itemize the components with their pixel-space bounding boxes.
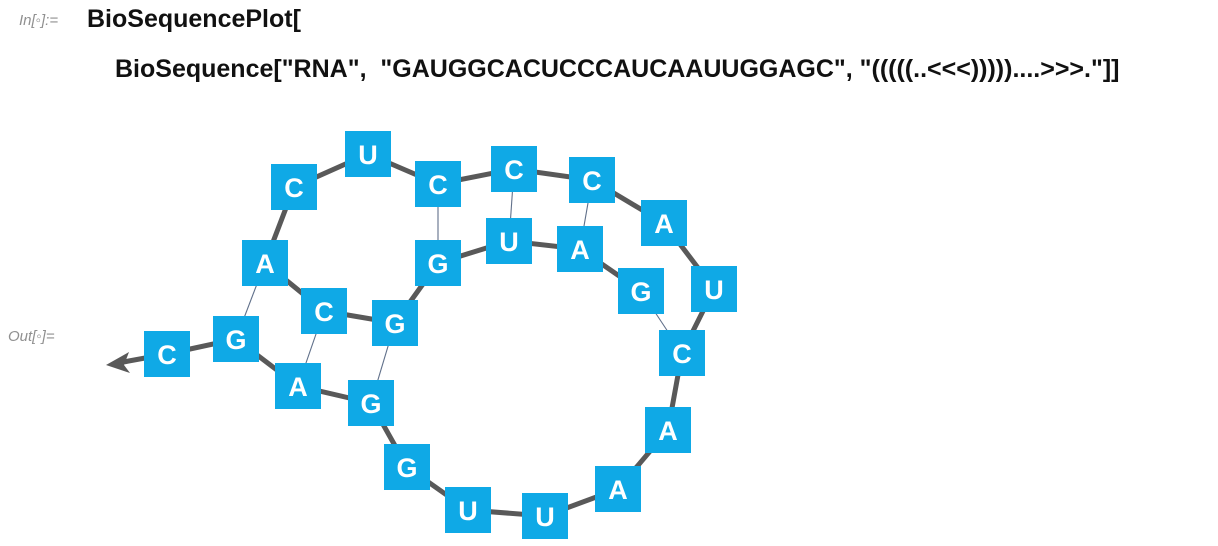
- nucleotide-box: [618, 268, 664, 314]
- nucleotide-letter: U: [458, 496, 478, 526]
- nucleotide-node: G: [618, 268, 664, 314]
- nucleotide-node: C: [491, 146, 537, 192]
- nucleotide-node: U: [522, 493, 568, 539]
- nucleotide-box: [301, 288, 347, 334]
- nucleotide-node: A: [641, 200, 687, 246]
- nucleotide-box: [595, 466, 641, 512]
- nucleotide-node: G: [348, 380, 394, 426]
- nucleotide-letter: A: [255, 249, 275, 279]
- nucleotide-box: [345, 131, 391, 177]
- nucleotide-node: G: [372, 300, 418, 346]
- input-code-line-2[interactable]: BioSequence["RNA", "GAUGGCACUCCCAUCAAUUG…: [115, 55, 1120, 83]
- nucleotide-node: U: [445, 487, 491, 533]
- nucleotide-box: [445, 487, 491, 533]
- nucleotide-box: [271, 164, 317, 210]
- nucleotide-node: C: [271, 164, 317, 210]
- nucleotide-letter: A: [570, 235, 590, 265]
- nucleotide-letter: U: [704, 275, 724, 305]
- nucleotide-box: [645, 407, 691, 453]
- nucleotide-node: A: [242, 240, 288, 286]
- nucleotide-node: C: [659, 330, 705, 376]
- nucleotide-node: U: [691, 266, 737, 312]
- nucleotide-box: [275, 363, 321, 409]
- nucleotide-node: U: [486, 218, 532, 264]
- nucleotide-letter: G: [360, 389, 381, 419]
- nucleotide-node: C: [144, 331, 190, 377]
- nucleotide-letter: A: [608, 475, 628, 505]
- nucleotide-box: [415, 161, 461, 207]
- nucleotide-letter: A: [288, 372, 308, 402]
- nucleotide-node: A: [275, 363, 321, 409]
- nucleotide-node: G: [384, 444, 430, 490]
- nucleotide-box: [557, 226, 603, 272]
- nucleotide-box: [641, 200, 687, 246]
- output-cell-label: Out[◦]=: [8, 328, 55, 345]
- nucleotide-box: [384, 444, 430, 490]
- nucleotide-node: G: [415, 240, 461, 286]
- nucleotide-box: [213, 316, 259, 362]
- nucleotide-box: [372, 300, 418, 346]
- nucleotide-letter: C: [672, 339, 692, 369]
- nucleotide-letter: G: [384, 309, 405, 339]
- nucleotide-node: G: [213, 316, 259, 362]
- nucleotide-node: U: [345, 131, 391, 177]
- nucleotide-letter: G: [396, 453, 417, 483]
- nucleotide-box: [491, 146, 537, 192]
- nucleotide-box: [522, 493, 568, 539]
- nucleotide-letter: U: [535, 502, 555, 532]
- nucleotide-letter: C: [428, 170, 448, 200]
- nucleotide-box: [569, 157, 615, 203]
- nucleotide-box: [691, 266, 737, 312]
- input-cell-label: In[◦]:=: [19, 12, 59, 29]
- nucleotide-letter: C: [504, 155, 524, 185]
- nucleotide-box: [659, 330, 705, 376]
- nucleotide-box: [415, 240, 461, 286]
- nucleotide-letter: C: [314, 297, 334, 327]
- nucleotide-letter: G: [225, 325, 246, 355]
- nucleotide-node: A: [595, 466, 641, 512]
- nucleotide-box: [348, 380, 394, 426]
- input-code-line-1[interactable]: BioSequencePlot[: [87, 5, 301, 33]
- nucleotide-letter: U: [499, 227, 519, 257]
- nucleotide-node: A: [557, 226, 603, 272]
- nucleotide-box: [242, 240, 288, 286]
- nucleotide-letter: C: [284, 173, 304, 203]
- nucleotide-letter: A: [654, 209, 674, 239]
- arrow-head-icon: [106, 352, 130, 373]
- nucleotide-letter: C: [582, 166, 602, 196]
- nucleotide-letter: A: [658, 416, 678, 446]
- nucleotide-letter: G: [427, 249, 448, 279]
- nucleotide-letter: G: [630, 277, 651, 307]
- nucleotide-box: [486, 218, 532, 264]
- nucleotide-node: C: [415, 161, 461, 207]
- nucleotide-node: C: [301, 288, 347, 334]
- nucleotide-node: C: [569, 157, 615, 203]
- nucleotide-letter: C: [157, 340, 177, 370]
- nucleotide-letter: U: [358, 140, 378, 170]
- nucleotide-box: [144, 331, 190, 377]
- nucleotide-node: A: [645, 407, 691, 453]
